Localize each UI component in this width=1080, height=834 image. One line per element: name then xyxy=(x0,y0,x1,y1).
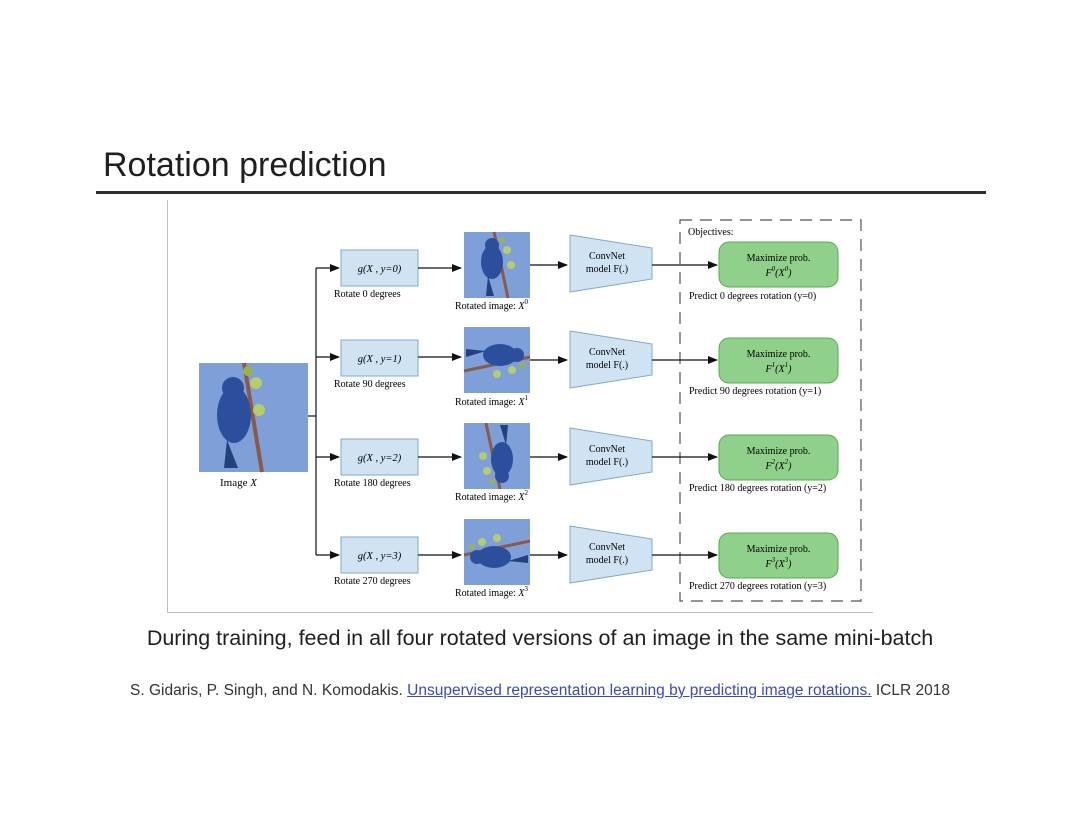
objective-label: Maximize prob. xyxy=(747,253,811,264)
rotated-image-label: Rotated image: X0 xyxy=(455,298,528,312)
objective-box xyxy=(718,434,839,481)
citation: S. Gidaris, P. Singh, and N. Komodakis. … xyxy=(0,682,1080,700)
convnet-model xyxy=(569,330,653,389)
transform-label: g(X , y=0) xyxy=(358,264,402,275)
objective-formula: F0(X0) xyxy=(765,265,793,279)
objective-label: Maximize prob. xyxy=(747,544,811,555)
predict-label: Predict 180 degrees rotation (y=2) xyxy=(689,483,826,494)
objective-label: Maximize prob. xyxy=(747,446,811,457)
convnet-model xyxy=(569,427,653,486)
model-label-line2: model F(.) xyxy=(586,360,628,371)
rotate-label: Rotate 90 degrees xyxy=(334,379,406,390)
slide-title: Rotation prediction xyxy=(103,146,387,184)
objective-label: Maximize prob. xyxy=(747,349,811,360)
objectives-box xyxy=(679,219,862,602)
predict-label: Predict 90 degrees rotation (y=1) xyxy=(689,386,821,397)
row-0: g(X , y=0) Rotate 0 degrees Rotated imag… xyxy=(316,230,839,312)
model-label-line1: ConvNet xyxy=(589,542,625,553)
rotated-image xyxy=(462,230,532,300)
citation-venue: ICLR 2018 xyxy=(875,682,950,699)
input-image xyxy=(199,362,308,473)
input-image-label: Image X xyxy=(220,477,258,489)
model-label-line1: ConvNet xyxy=(589,444,625,455)
objective-box xyxy=(718,532,839,579)
objective-formula: F3(X3) xyxy=(765,556,793,570)
figure-frame xyxy=(167,200,873,613)
slide-caption: During training, feed in all four rotate… xyxy=(146,626,934,650)
rotated-image xyxy=(462,325,532,395)
model-label-line2: model F(.) xyxy=(586,555,628,566)
predict-label: Predict 0 degrees rotation (y=0) xyxy=(689,291,816,302)
convnet-model xyxy=(569,234,653,293)
model-label-line1: ConvNet xyxy=(589,251,625,262)
objective-formula: F2(X2) xyxy=(765,458,793,472)
row-2: g(X , y=2) Rotate 180 degrees Rotated im… xyxy=(316,421,839,503)
transform-box xyxy=(340,536,419,574)
rotate-label: Rotate 0 degrees xyxy=(334,289,401,300)
model-label-line2: model F(.) xyxy=(586,264,628,275)
transform-label: g(X , y=3) xyxy=(358,551,402,562)
predict-label: Predict 270 degrees rotation (y=3) xyxy=(689,581,826,592)
rotated-image-label: Rotated image: X3 xyxy=(455,585,528,599)
transform-box xyxy=(340,249,419,287)
rotated-image xyxy=(462,421,532,491)
rotated-image-label: Rotated image: X1 xyxy=(455,394,528,408)
rotate-label: Rotate 180 degrees xyxy=(334,478,411,489)
objective-box xyxy=(718,241,839,288)
transform-label: g(X , y=1) xyxy=(358,354,402,365)
row-3: g(X , y=3) Rotate 270 degrees Rotated im… xyxy=(316,517,839,599)
citation-authors: S. Gidaris, P. Singh, and N. Komodakis. xyxy=(130,682,403,699)
transform-label: g(X , y=2) xyxy=(358,453,402,464)
paper-link[interactable]: Unsupervised representation learning by … xyxy=(407,682,872,699)
objective-formula: F1(X1) xyxy=(765,361,793,375)
objectives-label: Objectives: xyxy=(688,227,734,238)
objective-box xyxy=(718,337,839,384)
convnet-model xyxy=(569,525,653,584)
rotate-label: Rotate 270 degrees xyxy=(334,576,411,587)
model-label-line1: ConvNet xyxy=(589,347,625,358)
transform-box xyxy=(340,339,419,377)
row-1: g(X , y=1) Rotate 90 degrees Rotated ima… xyxy=(316,325,839,408)
rotated-image-label: Rotated image: X2 xyxy=(455,489,528,503)
model-label-line2: model F(.) xyxy=(586,457,628,468)
title-divider xyxy=(96,191,986,194)
rotated-image xyxy=(462,517,532,587)
